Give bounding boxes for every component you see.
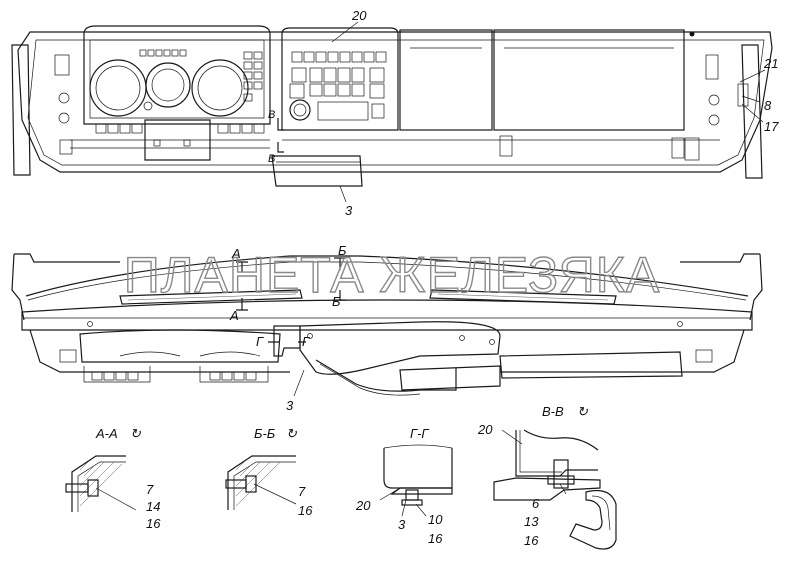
detail-v-v (493, 429, 617, 550)
instrument-cluster (83, 25, 271, 125)
detail-title-g-g: Г-Г (410, 426, 429, 441)
console-lower-lid (399, 365, 501, 391)
cluster-underside (79, 329, 281, 363)
detail-title-b-b: Б-Б (254, 426, 276, 441)
watermark: ПЛАНЕТА ЖЕЛЕЗЯКА (124, 247, 660, 303)
rotation-icon: ↻ (286, 426, 297, 441)
callout-13-vv: 13 (524, 514, 539, 529)
glovebox-left (399, 29, 493, 131)
section-mark-g-right: Г (302, 334, 310, 349)
console-housing-part-3 (299, 321, 501, 375)
section-mark-a-upper: А (231, 246, 241, 261)
right-side-panel (741, 44, 763, 179)
callout-16-vv: 16 (524, 533, 539, 548)
callout-20-vv: 20 (477, 422, 493, 437)
callout-14-aa: 14 (146, 499, 160, 514)
top-view (11, 25, 773, 187)
section-mark-v-lower: В (268, 153, 275, 165)
steering-column-cover (144, 119, 211, 161)
front-view (11, 253, 763, 396)
callout-16-gg: 16 (428, 531, 443, 546)
section-mark-v-upper: В (268, 109, 275, 121)
callout-3-front: 3 (286, 398, 294, 413)
center-switch-panel (281, 27, 399, 131)
callout-16-aa: 16 (146, 516, 161, 531)
top-leaders (331, 21, 766, 203)
callout-6-vv: 6 (532, 496, 540, 511)
section-mark-g-left: Г (256, 334, 264, 349)
callout-3-gg: 3 (398, 517, 406, 532)
callout-8: 8 (764, 98, 772, 113)
gauge-left (89, 59, 147, 117)
detail-title-v-v: В-В (542, 404, 564, 419)
detail-a-a (65, 455, 137, 512)
detail-title-a-a: А-А (95, 426, 118, 441)
front-leader-3 (293, 369, 305, 397)
callout-20-gg: 20 (355, 498, 371, 513)
callout-16-bb: 16 (298, 503, 313, 518)
dash-top-edge (25, 255, 749, 297)
callout-7-aa: 7 (146, 482, 154, 497)
callout-3-top: 3 (345, 203, 353, 218)
callout-7-bb: 7 (298, 484, 306, 499)
callout-21: 21 (763, 56, 778, 71)
defroster-left (119, 289, 303, 305)
dash-front-face (21, 299, 753, 331)
callout-20-top: 20 (351, 8, 367, 23)
detail-b-b (225, 455, 297, 510)
callout-10-gg: 10 (428, 512, 443, 527)
glovebox-right (493, 29, 685, 131)
rotation-icon: ↻ (130, 426, 141, 441)
section-mark-b-lower: Б (332, 294, 341, 309)
left-side-panel (11, 44, 31, 176)
callout-17: 17 (764, 119, 779, 134)
gauge-right (191, 59, 249, 117)
glovebox-front (499, 351, 683, 379)
gauge-center (145, 62, 191, 108)
lower-panel-part-3 (271, 155, 363, 187)
rotation-icon: ↻ (577, 404, 588, 419)
section-mark-b-upper: Б (338, 243, 347, 258)
detail-g-g (379, 444, 453, 517)
section-mark-a-lower: А (229, 308, 239, 323)
dashboard-outline-top (17, 31, 773, 173)
